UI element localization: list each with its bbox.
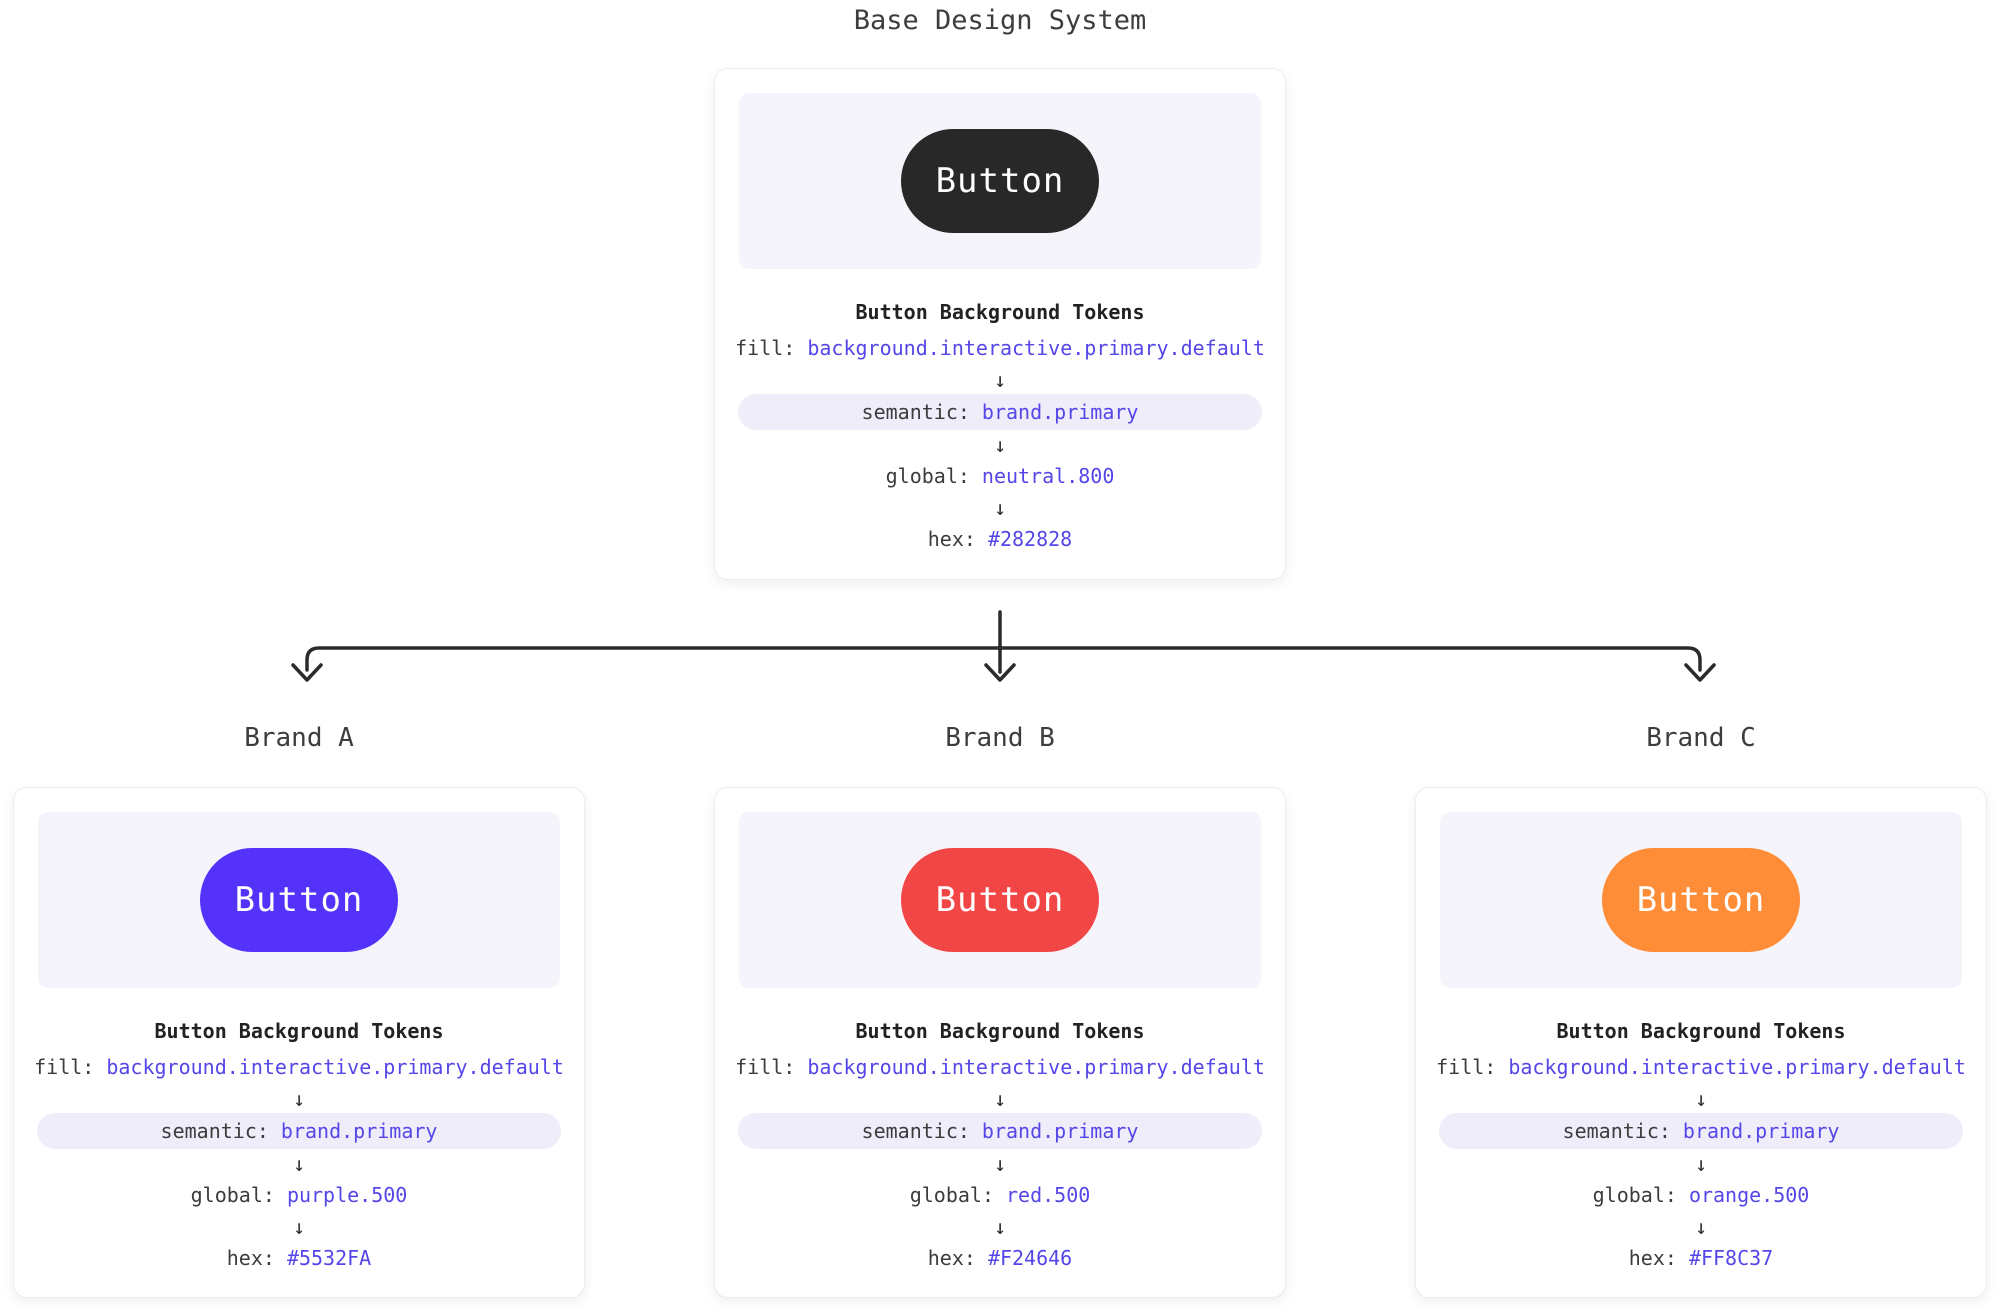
token-value: background.interactive.primary.default xyxy=(1508,1055,1966,1079)
token-key: hex: xyxy=(226,1246,275,1270)
arrowhead-right xyxy=(1684,663,1716,682)
down-arrow-icon: ↓ xyxy=(993,1086,1007,1111)
brand-b-card: Button Button Background Tokens fill: bac… xyxy=(714,787,1286,1298)
button-preview-panel: Button xyxy=(739,93,1261,269)
token-value: brand.primary xyxy=(1682,1119,1840,1143)
token-row-fill: fill: background.interactive.primary.defa… xyxy=(735,331,1265,365)
button-preview-panel: Button xyxy=(739,812,1261,988)
brand-c-card: Button Button Background Tokens fill: bac… xyxy=(1415,787,1987,1298)
token-value: brand.primary xyxy=(280,1119,438,1143)
connector-branch-line xyxy=(305,646,1702,672)
token-key: hex: xyxy=(927,527,976,551)
down-arrow-icon: ↓ xyxy=(993,367,1007,392)
token-rows: fill: background.interactive.primary.defa… xyxy=(715,331,1285,556)
token-key: global: xyxy=(1592,1183,1677,1207)
token-row-hex: hex: #F24646 xyxy=(928,1241,1072,1275)
token-row-semantic: semantic: brand.primary xyxy=(738,1113,1262,1149)
token-key: fill: xyxy=(735,336,796,360)
branch-connector-arrows xyxy=(291,610,1716,682)
token-value: background.interactive.primary.default xyxy=(807,1055,1265,1079)
token-value: #282828 xyxy=(987,527,1073,551)
token-row-hex: hex: #5532FA xyxy=(227,1241,371,1275)
button-preview[interactable]: Button xyxy=(200,848,398,952)
token-value: #5532FA xyxy=(286,1246,372,1270)
token-value: #F24646 xyxy=(987,1246,1073,1270)
brand-a-card: Button Button Background Tokens fill: bac… xyxy=(13,787,585,1298)
token-row-global: global: orange.500 xyxy=(1593,1178,1810,1212)
token-key: hex: xyxy=(927,1246,976,1270)
token-row-global: global: purple.500 xyxy=(191,1178,408,1212)
token-key: semantic: xyxy=(861,400,970,424)
arrowhead-left xyxy=(291,663,323,682)
down-arrow-icon: ↓ xyxy=(1694,1214,1708,1239)
token-row-semantic: semantic: brand.primary xyxy=(1439,1113,1963,1149)
down-arrow-icon: ↓ xyxy=(993,1151,1007,1176)
token-row-fill: fill: background.interactive.primary.defa… xyxy=(735,1050,1265,1084)
down-arrow-icon: ↓ xyxy=(1694,1086,1708,1111)
token-value: red.500 xyxy=(1006,1183,1091,1207)
token-value: orange.500 xyxy=(1688,1183,1810,1207)
token-row-fill: fill: background.interactive.primary.defa… xyxy=(1436,1050,1966,1084)
arrowhead-center xyxy=(984,663,1016,682)
token-row-global: global: red.500 xyxy=(910,1178,1091,1212)
token-key: fill: xyxy=(34,1055,95,1079)
page-title: Base Design System xyxy=(853,5,1147,36)
token-key: fill: xyxy=(1436,1055,1497,1079)
base-design-system-card: Button Button Background Tokens fill: bac… xyxy=(714,68,1286,580)
token-rows: fill: background.interactive.primary.defa… xyxy=(715,1050,1285,1275)
token-key: semantic: xyxy=(160,1119,269,1143)
down-arrow-icon: ↓ xyxy=(993,1214,1007,1239)
down-arrow-icon: ↓ xyxy=(1694,1151,1708,1176)
token-value: brand.primary xyxy=(981,1119,1139,1143)
token-value: brand.primary xyxy=(981,400,1139,424)
down-arrow-icon: ↓ xyxy=(993,432,1007,457)
token-key: global: xyxy=(190,1183,275,1207)
token-rows: fill: background.interactive.primary.defa… xyxy=(1416,1050,1986,1275)
brand-b-label: Brand B xyxy=(945,723,1055,753)
button-preview[interactable]: Button xyxy=(901,848,1099,952)
token-value: background.interactive.primary.default xyxy=(106,1055,564,1079)
button-preview-panel: Button xyxy=(38,812,560,988)
token-row-global: global: neutral.800 xyxy=(886,459,1115,493)
down-arrow-icon: ↓ xyxy=(292,1214,306,1239)
token-key: fill: xyxy=(735,1055,796,1079)
token-row-semantic: semantic: brand.primary xyxy=(738,394,1262,430)
button-preview[interactable]: Button xyxy=(901,129,1099,233)
card-heading: Button Background Tokens xyxy=(855,1019,1145,1043)
brand-a-label: Brand A xyxy=(244,723,354,753)
card-heading: Button Background Tokens xyxy=(1556,1019,1846,1043)
card-heading: Button Background Tokens xyxy=(855,300,1145,324)
token-key: semantic: xyxy=(861,1119,970,1143)
token-row-fill: fill: background.interactive.primary.defa… xyxy=(34,1050,564,1084)
token-key: global: xyxy=(885,464,970,488)
token-rows: fill: background.interactive.primary.defa… xyxy=(14,1050,584,1275)
token-value: purple.500 xyxy=(286,1183,408,1207)
token-key: global: xyxy=(909,1183,994,1207)
token-key: semantic: xyxy=(1562,1119,1671,1143)
token-row-hex: hex: #282828 xyxy=(928,522,1072,556)
token-value: background.interactive.primary.default xyxy=(807,336,1265,360)
button-preview[interactable]: Button xyxy=(1602,848,1800,952)
down-arrow-icon: ↓ xyxy=(292,1086,306,1111)
token-key: hex: xyxy=(1628,1246,1677,1270)
card-heading: Button Background Tokens xyxy=(154,1019,444,1043)
token-value: #FF8C37 xyxy=(1688,1246,1774,1270)
token-value: neutral.800 xyxy=(981,464,1115,488)
token-row-semantic: semantic: brand.primary xyxy=(37,1113,561,1149)
token-row-hex: hex: #FF8C37 xyxy=(1629,1241,1773,1275)
button-preview-panel: Button xyxy=(1440,812,1962,988)
down-arrow-icon: ↓ xyxy=(292,1151,306,1176)
brand-c-label: Brand C xyxy=(1646,723,1756,753)
down-arrow-icon: ↓ xyxy=(993,495,1007,520)
